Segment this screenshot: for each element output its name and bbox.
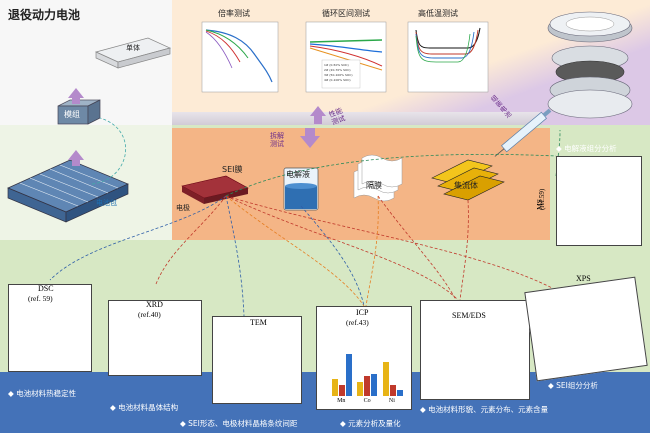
- sei-morph-text: SEI形态、电极材料晶格条纹间距: [188, 419, 298, 428]
- temp-chart: [407, 21, 489, 93]
- dsc-ref: (ref. 59): [28, 294, 53, 303]
- xrd-ref: (ref.40): [138, 310, 161, 319]
- coin-cell: [547, 11, 633, 119]
- sei-comp-label: ◆ SEI组分分析: [548, 381, 598, 390]
- icp-bar-co-2: [371, 373, 378, 396]
- icp-bar-mn-1: [339, 384, 345, 396]
- svg-text:1# (0-50% SOC): 1# (0-50% SOC): [324, 63, 349, 67]
- tem-title: TEM: [250, 318, 267, 327]
- icp-bar-chart: [328, 340, 404, 396]
- icp-axis-labels: Mn Co Ni: [328, 398, 404, 406]
- sei-morph-label: ◆ SEI形态、电极材料晶格条纹间距: [180, 419, 298, 428]
- morph-label: ◆ 电池材料形貌、元素分布、元素含量: [420, 405, 549, 414]
- pack-label: 单体: [126, 44, 140, 52]
- cycle-chart: 1# (0-50% SOC) 2# (20-70% SOC) 3# (50-10…: [305, 21, 387, 93]
- rate-test-title: 倍率测试: [218, 9, 250, 18]
- ms-ref: (ref.59): [538, 188, 546, 210]
- syringe: [494, 108, 552, 157]
- rate-chart: [201, 21, 279, 93]
- icp-bar-ni-1: [389, 384, 396, 396]
- temp-test-title: 高低温测试: [418, 9, 458, 18]
- dsc-box: [8, 284, 92, 372]
- sei-comp-text: SEI组分分析: [556, 381, 598, 390]
- hierarchy-arrows: [68, 88, 84, 166]
- tem-inset: SEI: [278, 372, 289, 380]
- icp-title: ICP: [356, 308, 369, 317]
- xps-title: XPS: [576, 274, 591, 283]
- morph-text: 电池材料形貌、元素分布、元素含量: [428, 405, 549, 414]
- cycle-test-title: 循环区间测试: [322, 9, 370, 18]
- cell-pack-label: 电池包: [96, 199, 117, 207]
- sem-box: [420, 300, 530, 400]
- pack-shape: [94, 37, 172, 69]
- svg-text:2# (20-70% SOC): 2# (20-70% SOC): [324, 68, 351, 72]
- tem-box: [212, 316, 302, 404]
- icp-bar-mn-0: [332, 379, 338, 396]
- collector-shape: [431, 159, 505, 201]
- element-label: ◆ 元素分析及量化: [340, 419, 401, 428]
- cell-pack-shape: [7, 159, 129, 223]
- xrd-box: [108, 300, 202, 376]
- icp-bar-mn-2: [346, 354, 352, 396]
- page-title: 退役动力电池: [8, 8, 81, 22]
- icp-bar-ni-0: [382, 362, 389, 396]
- icp-ref: (ref.43): [346, 318, 369, 327]
- icp-label-co: Co: [363, 398, 371, 404]
- ms-box: [556, 156, 642, 246]
- dsc-title: DSC: [38, 284, 54, 293]
- collector-label: 集流体: [454, 181, 478, 190]
- disassemble-label: 拆解测试: [270, 132, 284, 148]
- sem-title: SEM/EDS: [452, 311, 486, 320]
- thermal-text: 电池材料热稳定性: [16, 389, 77, 398]
- crystal-text: 电池材料晶体结构: [118, 403, 179, 412]
- svg-text:3# (50-100% SOC): 3# (50-100% SOC): [324, 73, 353, 77]
- icp-bar-ni-2: [396, 390, 403, 396]
- icp-label-mn: Mn: [337, 398, 346, 404]
- icp-bar-co-1: [364, 376, 371, 396]
- xps-box: [524, 276, 648, 382]
- svg-text:4# (0-100% SOC): 4# (0-100% SOC): [324, 78, 351, 82]
- icp-bar-co-0: [357, 382, 364, 396]
- element-text: 元素分析及量化: [348, 419, 401, 428]
- xrd-title: XRD: [146, 300, 163, 309]
- electrode-label: 电极: [176, 204, 190, 212]
- electrolyte-label: 电解液: [286, 170, 310, 179]
- thermal-label: ◆ 电池材料热稳定性: [8, 389, 77, 398]
- crystal-label: ◆ 电池材料晶体结构: [110, 403, 179, 412]
- electrolyte-comp-text: 电解液组分分析: [564, 144, 617, 153]
- separator-shape: [353, 154, 403, 202]
- module-label: 模组: [64, 110, 80, 119]
- icp-label-ni: Ni: [388, 398, 395, 404]
- sei-label: SEI膜: [222, 165, 243, 174]
- separator-label: 隔膜: [366, 181, 382, 190]
- electrolyte-comp-label: ◆ 电解液组分分析: [556, 144, 617, 153]
- beaker-shape: [283, 167, 319, 211]
